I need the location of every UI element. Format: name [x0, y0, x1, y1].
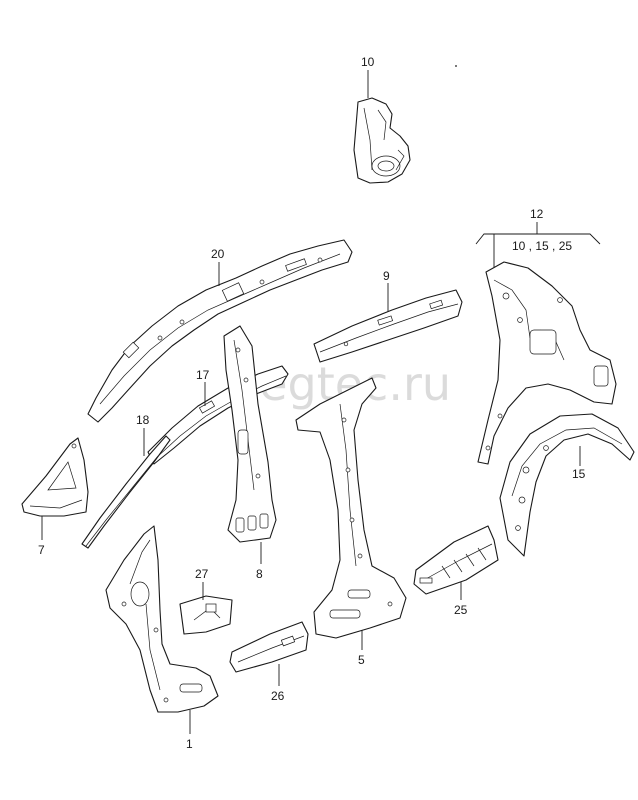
callout-1: 1 — [186, 737, 193, 751]
part-9-side-rail[interactable] — [313, 289, 463, 363]
callout-26: 26 — [271, 689, 285, 703]
part-15-wheel-arch[interactable] — [499, 413, 635, 557]
callout-20: 20 — [211, 247, 225, 261]
part-25-sill[interactable] — [413, 525, 499, 595]
part-7-gusset[interactable] — [21, 437, 89, 517]
callout-27: 27 — [195, 567, 209, 581]
callout-10: 10 — [361, 55, 375, 69]
part-17-roof-strip[interactable] — [147, 365, 289, 465]
callout-15: 15 — [572, 467, 586, 481]
callout-5: 5 — [358, 653, 365, 667]
part-5-pillar-outer[interactable] — [295, 377, 407, 639]
part-8-pillar-inner[interactable] — [223, 325, 277, 543]
callout-7: 7 — [38, 543, 45, 557]
part-20-roof-rail[interactable] — [87, 239, 353, 423]
callout-18: 18 — [136, 413, 150, 427]
part-1-a-pillar[interactable] — [105, 525, 219, 713]
part-27-reinforcement[interactable] — [179, 595, 233, 635]
part-12-rear-quarter[interactable] — [477, 261, 617, 465]
part-26-sill-piece[interactable] — [229, 621, 309, 673]
callout-25: 25 — [454, 603, 468, 617]
callout-12: 12 — [530, 207, 544, 221]
callout-8: 8 — [256, 567, 263, 581]
part-18-trim-strip[interactable] — [81, 435, 171, 549]
stray-dot — [455, 65, 457, 67]
callout-17: 17 — [196, 368, 210, 382]
callout-12-sublabel: 10 , 15 , 25 — [512, 239, 572, 253]
part-10-bracket[interactable] — [353, 97, 411, 184]
callout-9: 9 — [383, 269, 390, 283]
